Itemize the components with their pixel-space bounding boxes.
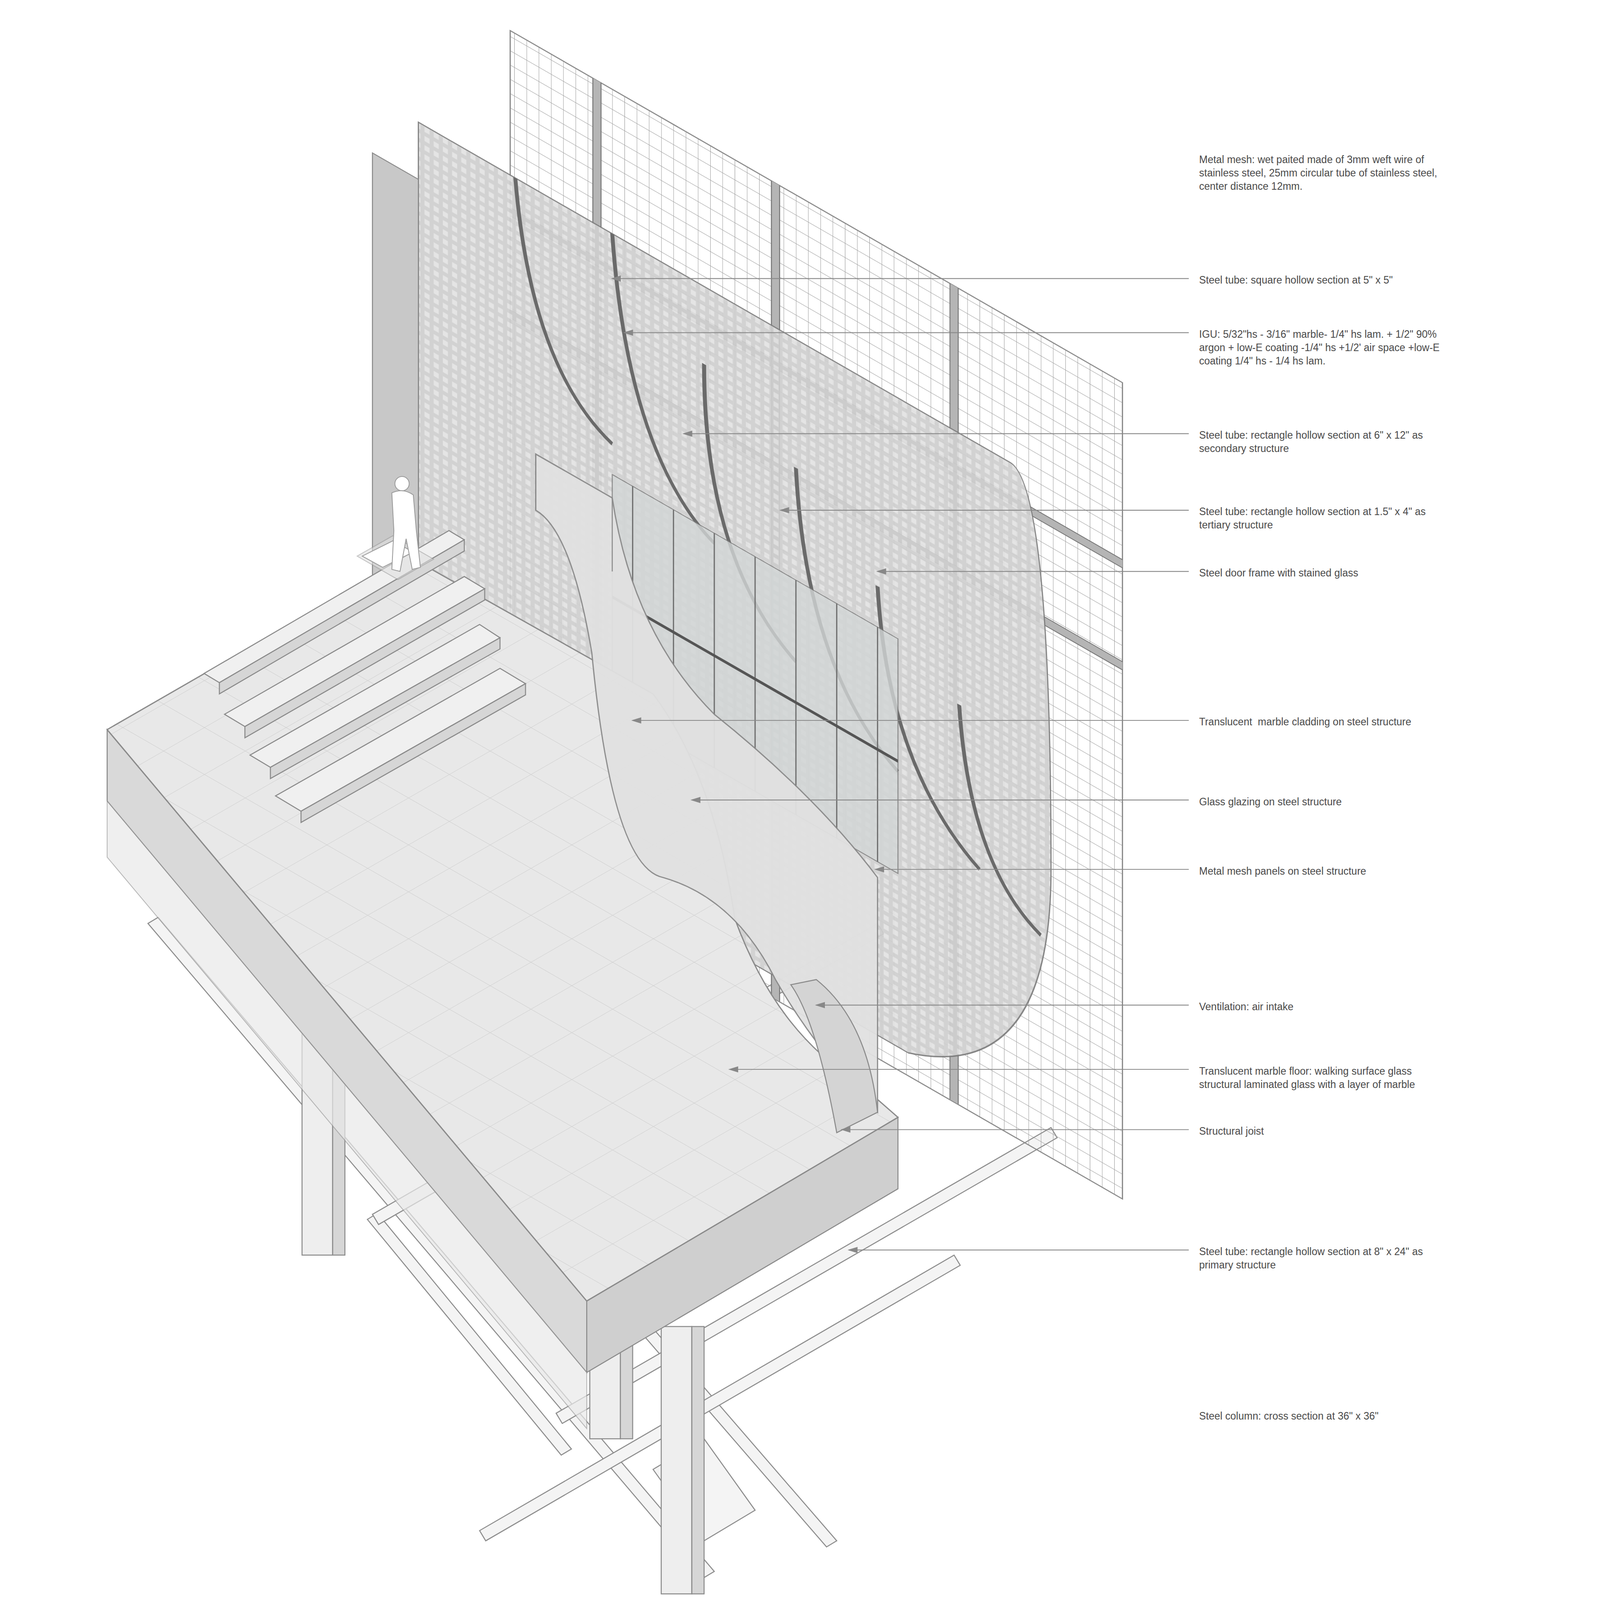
callout-label: Steel tube: rectangle hollow section at … [1199,504,1448,532]
callout-label: IGU: 5/32"hs - 3/16" marble- 1/4" hs lam… [1199,327,1448,368]
callout-label: Steel tube: rectangle hollow section at … [1199,428,1448,456]
callout-label: Translucent marble floor: walking surfac… [1199,1064,1448,1092]
callout-label: Steel door frame with stained glass [1199,566,1448,580]
callout-label: Ventilation: air intake [1199,1000,1448,1014]
callout-label: Steel column: cross section at 36" x 36" [1199,1409,1448,1423]
callout-label: Translucent marble cladding on steel str… [1199,715,1448,729]
callout-label: Structural joist [1199,1124,1448,1138]
callout-label: Glass glazing on steel structure [1199,795,1448,809]
callout-label: Steel tube: square hollow section at 5" … [1199,273,1448,287]
callout-label: Steel tube: rectangle hollow section at … [1199,1244,1448,1272]
callout-label: Metal mesh panels on steel structure [1199,864,1448,878]
callout-label: Metal mesh: wet paited made of 3mm weft … [1199,152,1448,193]
